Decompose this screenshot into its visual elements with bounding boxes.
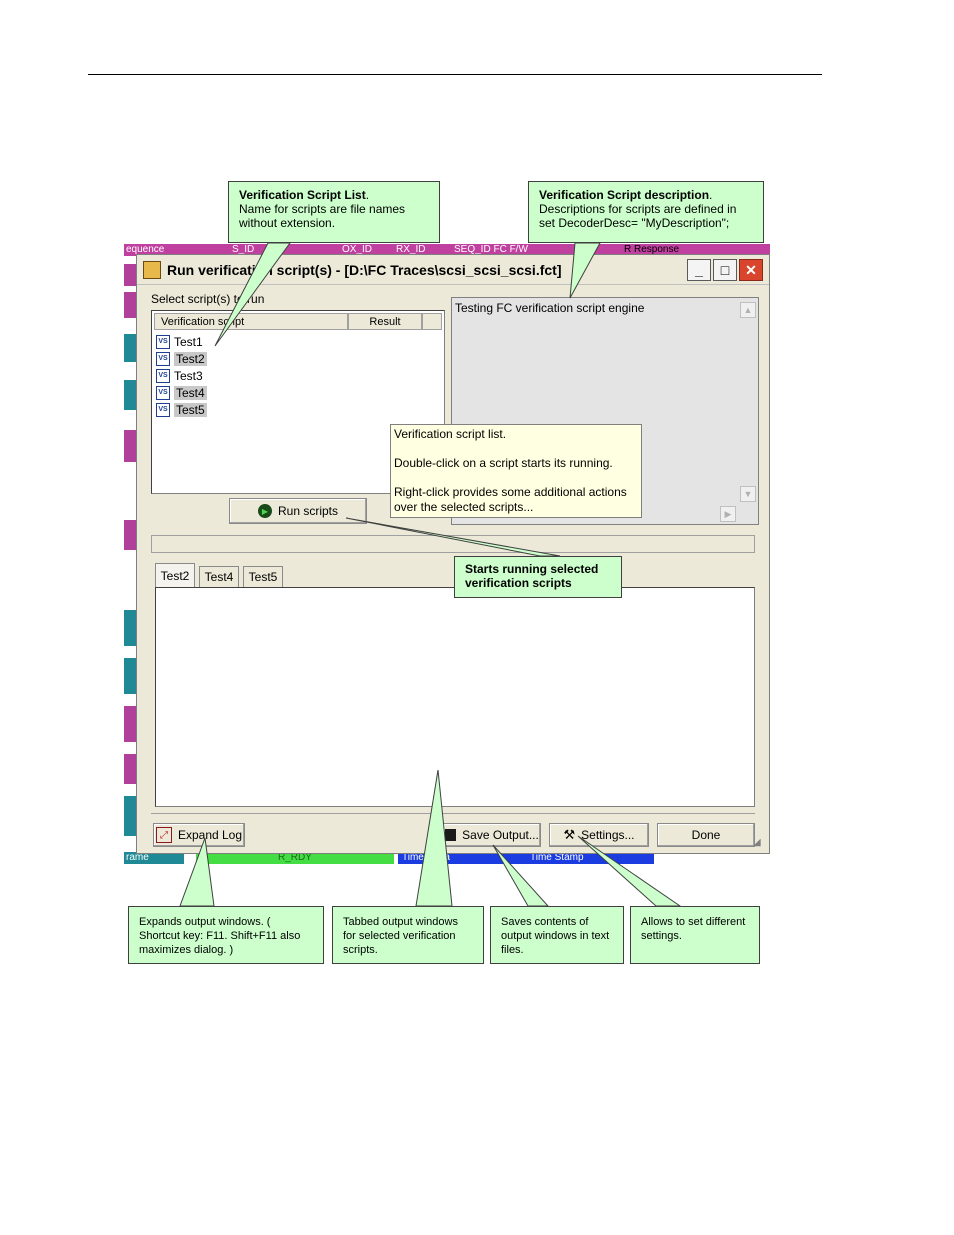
callout-settings: Allows to set different settings. (630, 906, 760, 964)
close-button[interactable]: ✕ (739, 259, 763, 281)
tab-test2[interactable]: Test2 (155, 563, 195, 587)
trace-stub (124, 520, 136, 550)
column-header-script[interactable]: Verification script (154, 313, 348, 330)
callout-script-list: Verification Script List. Name for scrip… (228, 181, 440, 243)
run-scripts-button[interactable]: ▶ Run scripts (229, 498, 367, 524)
trace-cell: rame (126, 852, 149, 863)
script-icon: VS (156, 402, 170, 417)
trace-stub (124, 796, 136, 836)
trace-cell: OX_ID (342, 244, 373, 255)
trace-stub (124, 706, 136, 742)
script-icon: VS (156, 351, 170, 366)
scroll-down-icon[interactable]: ▼ (740, 486, 756, 502)
trace-stub (124, 334, 136, 362)
trace-cell: R_RDY (278, 852, 312, 863)
app-icon (143, 261, 161, 279)
trace-cell: SEQ_ID FC F/W (454, 244, 528, 255)
trace-stub (124, 610, 136, 646)
done-button[interactable]: Done (657, 823, 755, 847)
title-bar[interactable]: Run verification script(s) - [D:\FC Trac… (137, 255, 769, 285)
trace-stub (124, 264, 136, 286)
callout-tabbed: Tabbed output windows for selected verif… (332, 906, 484, 964)
trace-cell: S_ID (232, 244, 255, 255)
scroll-right-icon[interactable]: ▶ (720, 506, 736, 522)
maximize-button[interactable]: □ (713, 259, 737, 281)
tab-test5[interactable]: Test5 (243, 566, 283, 587)
script-icon: VS (156, 368, 170, 383)
trace-stub (124, 430, 136, 462)
column-header-result[interactable]: Result (348, 313, 422, 330)
callout-save: Saves contents of output windows in text… (490, 906, 624, 964)
run-scripts-dialog: Run verification script(s) - [D:\FC Trac… (136, 254, 770, 854)
tools-icon: ⚒ (563, 827, 576, 842)
expand-icon: ⤢ (155, 827, 172, 843)
trace-rrdy-cell: R_RDY (196, 852, 394, 864)
select-label: Select script(s) to run (151, 292, 265, 306)
trace-cell: equence (126, 244, 165, 255)
trace-stub (124, 292, 136, 318)
trace-stub (124, 658, 136, 694)
description-text: Testing FC verification script engine (455, 301, 645, 315)
callout-expand: Expands output windows. ( Shortcut key: … (128, 906, 324, 964)
save-output-button[interactable]: Save Output... (443, 823, 541, 847)
trace-stub (124, 380, 136, 410)
column-header-extra[interactable] (422, 313, 442, 330)
header-rule (88, 74, 822, 75)
trace-cell: Time Stamp (530, 852, 584, 863)
script-icon: VS (156, 334, 170, 349)
script-icon: VS (156, 385, 170, 400)
trace-background: equence S_ID OX_ID RX_ID SEQ_ID FC F/W R… (124, 244, 770, 864)
trace-cell: RX_ID (396, 244, 426, 255)
output-window[interactable] (155, 587, 755, 807)
bottom-separator (151, 813, 755, 814)
play-icon: ▶ (257, 504, 272, 518)
save-icon (445, 829, 457, 841)
trace-cell: R Response (624, 244, 680, 255)
resize-grip-icon[interactable]: ◢ (753, 837, 761, 848)
settings-button[interactable]: ⚒ Settings... (549, 823, 649, 847)
script-list-tooltip: Verification script list. Double-click o… (390, 424, 642, 518)
tab-test4[interactable]: Test4 (199, 566, 239, 587)
callout-run-scripts: Starts running selected verification scr… (454, 556, 622, 598)
trace-frame-cell: rame (124, 852, 184, 864)
minimize-button[interactable]: _ (687, 259, 711, 281)
progress-bar (151, 535, 755, 553)
trace-stub (124, 754, 136, 784)
expand-log-button[interactable]: ⤢ Expand Log (153, 823, 245, 847)
callout-description: Verification Script description. Descrip… (528, 181, 764, 243)
scroll-up-icon[interactable]: ▲ (740, 302, 756, 318)
